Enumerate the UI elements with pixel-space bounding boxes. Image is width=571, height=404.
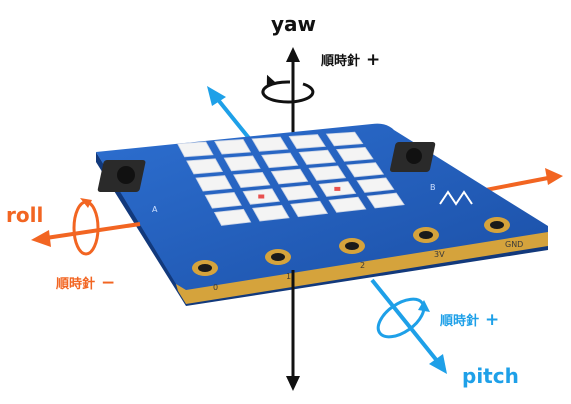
led-lit [334, 186, 341, 191]
led-cell [195, 175, 233, 192]
led-cell [176, 141, 214, 158]
edge-pad-label: 1 [286, 272, 291, 281]
button-a: A [97, 160, 158, 214]
led-cell [356, 177, 395, 193]
roll-rotation-sign: − [101, 273, 116, 293]
led-lit [258, 194, 265, 199]
led-cell [261, 152, 299, 169]
edge-pads: 0 1 2 3V GND [192, 217, 523, 292]
edge-pad-label: 3V [434, 250, 445, 259]
microbit-board: A B 0 1 2 3V GND [96, 123, 548, 306]
yaw-rotation-label: 順時針 + [321, 52, 380, 69]
yaw-rotation-text: 順時針 [321, 54, 361, 69]
button-b: B [390, 142, 436, 192]
led-cell [298, 149, 337, 165]
edge-pad-label: GND [505, 240, 523, 249]
edge-pad-hole [345, 242, 359, 250]
pitch-label: pitch [462, 364, 519, 388]
led-cell [308, 165, 347, 181]
roll-arrowhead-right [545, 168, 563, 185]
edge-pad-hole [198, 264, 212, 272]
button-b-label: B [430, 183, 436, 192]
led-cell [223, 155, 261, 172]
roll-rotation-indicator [72, 198, 100, 256]
edge-connector [176, 230, 548, 304]
pitch-rotation-indicator [376, 297, 430, 339]
led-cell [204, 192, 242, 209]
yaw-rotation-sign: + [366, 50, 381, 70]
pitch-arrowhead-back [207, 86, 226, 106]
edge-pad-label: 0 [213, 283, 218, 292]
pitch-rotation-text: 順時針 [440, 314, 480, 329]
yaw-rotation-indicator [261, 74, 315, 104]
led-cell [214, 139, 252, 155]
led-cell [186, 158, 224, 175]
pitch-rotation-sign: + [485, 310, 500, 330]
roll-axis-left [31, 222, 141, 247]
yaw-arrowhead-down [286, 376, 300, 391]
edge-pad-hole [271, 253, 285, 261]
roll-label: roll [6, 203, 44, 227]
led-cell [213, 208, 252, 226]
microbit-logo [439, 190, 473, 206]
edge-pad-hole [419, 231, 433, 239]
led-cell [288, 134, 326, 149]
led-cell [233, 171, 271, 188]
led-cell [346, 162, 385, 178]
led-matrix [176, 131, 405, 226]
edge-pad-hole [490, 221, 504, 229]
pitch-axis-front [370, 278, 447, 374]
led-cell [251, 136, 289, 152]
edge-pad-label: 2 [360, 261, 365, 270]
yaw-label: yaw [271, 12, 317, 36]
led-cell [328, 196, 367, 213]
led-cell [270, 168, 309, 185]
yaw-axis-bottom [286, 270, 300, 391]
roll-rotation-label: 順時針− [56, 275, 115, 292]
roll-rotation-text: 順時針 [56, 277, 96, 292]
button-a-label: A [152, 205, 158, 214]
led-cell [280, 184, 319, 201]
led-cell [252, 204, 290, 222]
led-cell [290, 200, 329, 218]
pitch-rotation-label: 順時針 + [440, 312, 499, 329]
yaw-arrowhead-up [286, 47, 300, 62]
led-cell [366, 192, 405, 209]
roll-arrowhead-left [31, 230, 51, 247]
pitch-arrowhead-front [429, 354, 447, 374]
led-cell [325, 131, 364, 147]
led-cell [335, 146, 374, 162]
